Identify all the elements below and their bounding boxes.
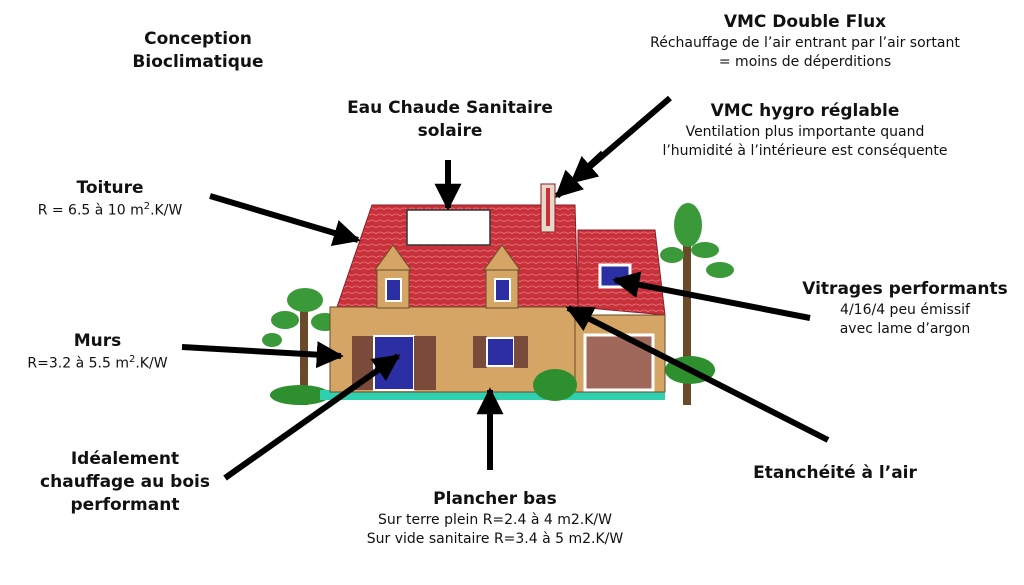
arrow-etancheite: [565, 305, 830, 443]
solar-panel: [406, 209, 491, 246]
label-vmc-hygro: VMC hygro réglable Ventilation plus impo…: [662, 101, 948, 159]
label-vmc-double-flux: VMC Double Flux Réchauffage de l’air ent…: [650, 12, 960, 70]
arrow-chauffage: [223, 353, 401, 481]
arrow-vitrages: [612, 271, 811, 321]
arrow-toiture: [209, 193, 361, 247]
label-vitrages: Vitrages performants 4/16/4 peu émissif …: [802, 279, 1008, 337]
label-chauffage: Idéalement chauffage au bois performant: [40, 449, 210, 515]
house: [329, 183, 666, 393]
label-bioclimatique: Conception Bioclimatique: [132, 29, 264, 72]
arrow-murs: [181, 341, 344, 369]
label-ecs: Eau Chaude Sanitaire solaire: [347, 98, 553, 141]
label-murs: Murs R=3.2 à 5.5 m2.K/W: [27, 331, 168, 372]
arrow-vmc-hygro: [554, 150, 606, 199]
label-etancheite: Etanchéité à l’air: [753, 463, 917, 483]
left-tree: [262, 288, 339, 405]
bush: [533, 369, 577, 401]
label-toiture: Toiture R = 6.5 à 10 m2.K/W: [37, 178, 183, 219]
right-tree: [660, 203, 734, 405]
label-plancher: Plancher bas Sur terre plein R=2.4 à 4 m…: [366, 489, 624, 547]
arrows: [181, 95, 830, 481]
